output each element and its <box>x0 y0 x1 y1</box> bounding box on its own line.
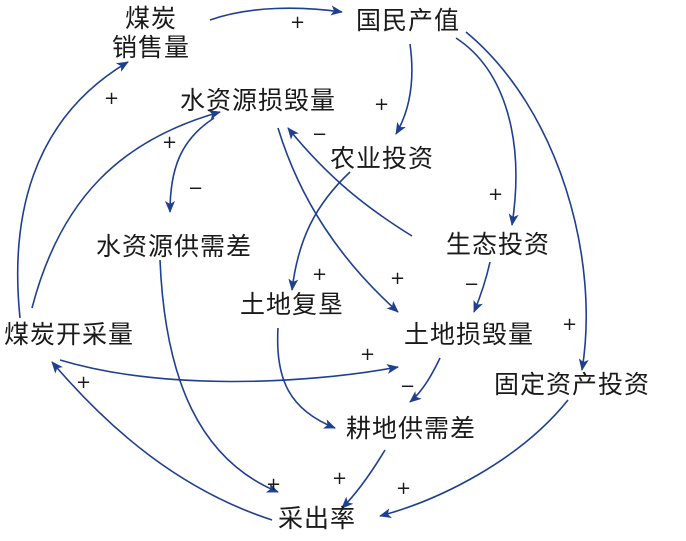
node-coal-sales-line2: 销售量 <box>112 33 191 62</box>
sign-recovery-output: + <box>76 372 92 393</box>
node-recovery-rate: 采出率 <box>278 504 357 533</box>
sign-water-landdamage: + <box>390 268 406 289</box>
sign-output-water: + <box>162 132 178 153</box>
node-eco-invest: 生态投资 <box>446 230 551 259</box>
link-coalsales-to-gdp <box>209 5 343 21</box>
node-land-reclaim: 土地复垦 <box>240 290 345 319</box>
link-farmgap-to-recovery <box>341 449 386 509</box>
link-gdp-to-fixed <box>465 31 589 371</box>
sign-agri-reclaim: + <box>312 264 328 285</box>
sign-watergap-recovery: + <box>266 474 282 495</box>
link-landdamage-to-farmgap <box>409 357 441 403</box>
link-output-to-landdamage <box>59 359 399 383</box>
node-coal-sales: 煤炭 销售量 <box>112 4 190 62</box>
link-agri-to-reclaim <box>288 171 351 291</box>
sign-output-coalsales: + <box>104 88 120 109</box>
sign-gdp-eco: + <box>488 184 504 205</box>
link-output-to-coalsales <box>16 61 129 319</box>
link-water-to-landdamage <box>277 127 399 313</box>
node-coal-output: 煤炭开采量 <box>4 320 135 349</box>
sign-landdamage-farmgap: − <box>400 376 416 397</box>
link-gdp-to-agri <box>395 43 413 135</box>
sign-farmgap-recovery: + <box>332 468 348 489</box>
link-fixed-to-recovery <box>379 399 569 518</box>
sign-output-landdamage: + <box>360 344 376 365</box>
sign-water-watergap: − <box>188 178 204 199</box>
sign-coalsales-gdp: + <box>290 12 306 33</box>
node-coal-sales-line1: 煤炭 <box>125 4 178 33</box>
link-watergap-to-recovery <box>159 259 279 493</box>
link-output-to-water <box>31 110 221 309</box>
node-water-gap: 水资源供需差 <box>96 232 253 261</box>
link-water-to-watergap <box>165 117 215 213</box>
node-gdp: 国民产值 <box>356 6 461 35</box>
node-farmland-gap: 耕地供需差 <box>346 414 477 443</box>
sign-gdp-fixed: + <box>562 314 578 335</box>
sign-eco-landdamage: − <box>464 274 480 295</box>
link-reclaim-to-farmgap <box>276 327 336 429</box>
link-gdp-to-eco <box>455 37 519 226</box>
node-land-damage: 土地损毁量 <box>404 320 535 349</box>
link-eco-to-water <box>287 127 413 237</box>
sign-fixed-recovery: + <box>396 478 412 499</box>
link-eco-to-landdamage <box>473 261 491 313</box>
node-fixed-invest: 固定资产投资 <box>494 370 651 399</box>
sign-gdp-agri: + <box>374 94 390 115</box>
node-water-damage: 水资源损毁量 <box>180 86 337 115</box>
node-agri-invest: 农业投资 <box>330 144 435 173</box>
link-recovery-to-output <box>51 361 273 521</box>
sign-eco-water: − <box>312 124 328 145</box>
